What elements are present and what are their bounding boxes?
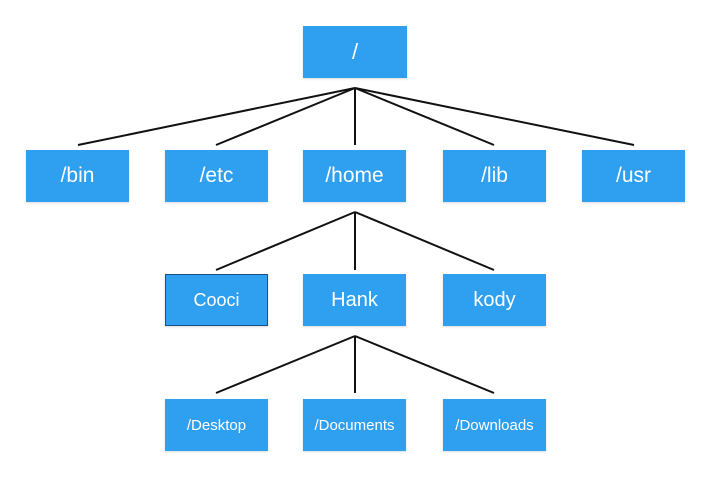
- node-cooci-label: Cooci: [193, 289, 240, 310]
- node-home[interactable]: /home: [303, 150, 406, 202]
- node-bin-label: /bin: [60, 164, 95, 187]
- node-desktop[interactable]: /Desktop: [165, 399, 268, 451]
- edge-root-bin: [77, 87, 356, 146]
- node-usr-label: /usr: [615, 164, 651, 187]
- node-kody[interactable]: kody: [443, 274, 546, 326]
- node-cooci[interactable]: Cooci: [165, 274, 268, 326]
- edge-hank-desktop: [215, 335, 356, 394]
- node-documents-label: /Documents: [314, 416, 395, 434]
- node-root-label: /: [351, 39, 359, 64]
- node-downloads[interactable]: /Downloads: [443, 399, 546, 451]
- edge-hank-downloads: [354, 335, 495, 394]
- edge-root-lib: [354, 87, 495, 146]
- node-kody-label: kody: [473, 288, 516, 311]
- node-etc-label: /etc: [199, 164, 234, 187]
- edge-home-cooci: [215, 211, 356, 271]
- edge-home-kody: [354, 211, 495, 271]
- node-root[interactable]: /: [303, 26, 407, 78]
- node-hank[interactable]: Hank: [303, 274, 406, 326]
- node-lib-label: /lib: [481, 164, 508, 187]
- node-hank-label: Hank: [331, 288, 378, 311]
- node-downloads-label: /Downloads: [455, 416, 534, 434]
- node-bin[interactable]: /bin: [26, 150, 129, 202]
- node-usr[interactable]: /usr: [582, 150, 685, 202]
- node-etc[interactable]: /etc: [165, 150, 268, 202]
- edge-root-etc: [215, 87, 356, 146]
- node-home-label: /home: [325, 164, 384, 187]
- node-documents[interactable]: /Documents: [303, 399, 406, 451]
- edge-root-usr: [354, 87, 635, 146]
- node-desktop-label: /Desktop: [186, 416, 247, 434]
- node-lib[interactable]: /lib: [443, 150, 546, 202]
